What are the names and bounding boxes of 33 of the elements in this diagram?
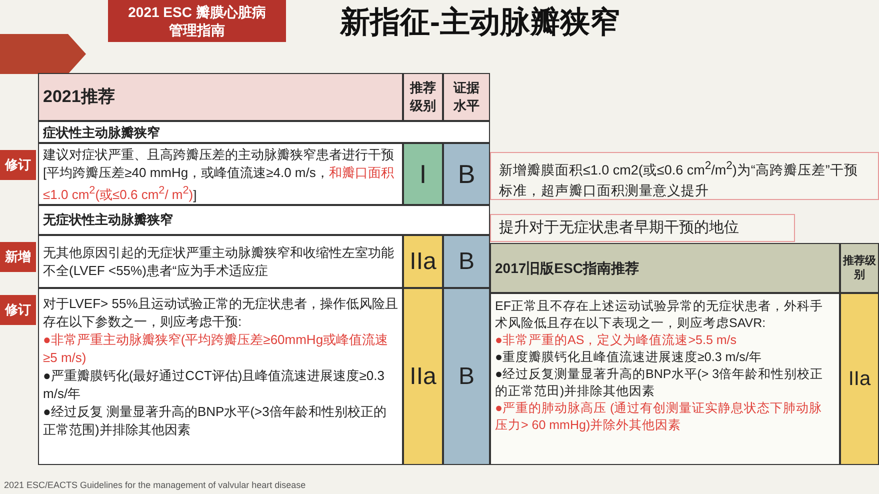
revision-tag: 新增: [0, 242, 36, 272]
header-badge: 2021 ESC 瓣膜心脏病管理指南: [108, 0, 286, 42]
bullet-item: ●严重瓣膜钙化(最好通过CCT评估)且峰值流速进展速度≥0.3 m/s/年: [43, 367, 386, 403]
slide-title: 新指征-主动脉瓣狭窄: [340, 4, 620, 41]
revision-tag: 修订: [0, 150, 36, 180]
note-box: 提升对于无症状患者早期干预的地位: [490, 214, 795, 242]
recommendation-text: EF正常且不存在上述运动试验异常的无症状患者，外科手术风险低且存在以下表现之一，则应考虑SAVR:: [495, 298, 824, 332]
column-header: 推荐级别: [840, 243, 879, 293]
bullet-item: ●非常严重的AS，定义为峰值流速>5.5 m/s: [495, 332, 738, 349]
column-header: 证据水平: [443, 73, 490, 121]
evidence-cell: B: [443, 143, 490, 205]
column-header: 推荐级别: [403, 73, 443, 121]
table-header: 2017旧版ESC指南推荐: [490, 243, 840, 293]
recommendation-text: 建议对症状严重、且高跨瓣压差的主动脉瓣狭窄患者进行干预[平均跨瓣压差≥40 mmHg，或峰值流速≥4.0 m/s，和瓣口面积≤1.0 cm$^{2}$(或≤0.6 cm$^{2}$/ m$^{2}$)]: [38, 143, 403, 205]
class-cell: IIa: [403, 235, 443, 288]
class-cell: I: [403, 143, 443, 205]
section-heading: 症状性主动脉瓣狭窄: [38, 121, 490, 143]
source-note: 2021 ESC/EACTS Guidelines for the management of valvular heart disease: [4, 480, 306, 490]
table-header: 2021推荐: [38, 73, 403, 121]
bullet-item: ●重度瓣膜钙化且峰值流速进展速度≥0.3 m/s/年: [495, 349, 763, 366]
evidence-cell: B: [443, 235, 490, 288]
revision-tag: 修订: [0, 295, 36, 325]
class-cell: IIa: [403, 288, 443, 465]
recommendation-text: 无其他原因引起的无症状严重主动脉瓣狭窄和收缩性左室功能不全(LVEF <55%)患者“应为手术适应症: [38, 235, 403, 288]
bullet-item: ●严重的肺动脉高压 (通过有创测量证实静息状态下肺动脉压力> 60 mmHg)并除外其他因素: [495, 400, 824, 434]
recommendation-text: 对于LVEF> 55%且运动试验正常的无症状患者，操作低风险且存在以下参数之一，则应考虑干预:: [43, 295, 398, 331]
evidence-cell: B: [443, 288, 490, 465]
bullet-item: ●经过反复 测量显著升高的BNP水平(>3倍年龄和性别校正的正常范围)并排除其他因素: [43, 403, 388, 439]
note-box: 新增瓣膜面积≤1.0 cm2(或≤0.6 cm$^{2}$/m$^{2}$)为“高跨瓣压差”干预标准，超声瓣口面积测量意义提升: [490, 152, 879, 200]
bullet-item: ●经过反复测量显著升高的BNP水平(> 3倍年龄和性别校正的正常范田)并排除其他因素: [495, 366, 824, 400]
class-cell: IIa: [840, 293, 879, 465]
section-heading: 无症状性主动脉瓣狭窄: [38, 205, 490, 235]
bullet-item: ●非常严重主动脉瓣狭窄(平均跨瓣压差≥60mmHg或峰值流速≥5 m/s): [43, 331, 390, 367]
